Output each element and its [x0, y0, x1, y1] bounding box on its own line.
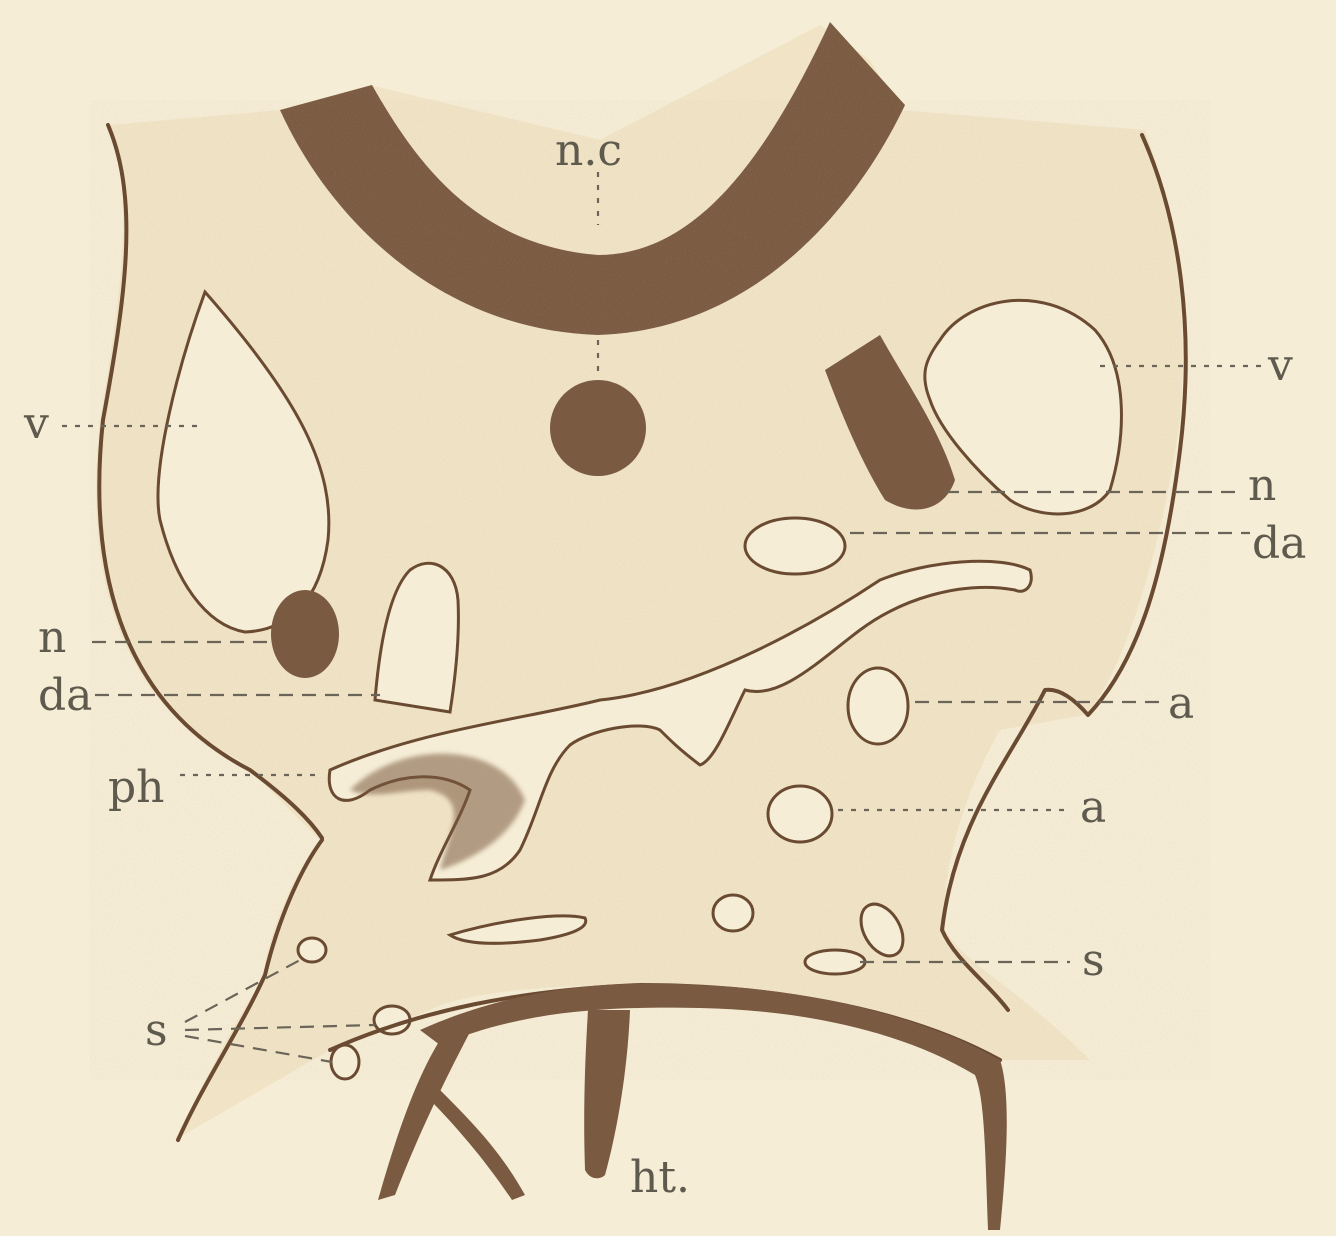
- label-v-left: v: [23, 398, 49, 449]
- right-dorsal-aorta: [745, 518, 845, 574]
- left-nerve: [271, 590, 339, 678]
- upper-arch-vessel: [848, 668, 908, 744]
- label-ph: ph: [108, 762, 165, 813]
- heart-trabecula: [430, 1090, 525, 1200]
- label-ht: ht.: [630, 1152, 690, 1203]
- label-v-right: v: [1267, 340, 1293, 391]
- label-da-left: da: [38, 670, 92, 721]
- label-da-right: da: [1252, 518, 1306, 569]
- label-nc: n.c: [555, 125, 622, 176]
- sinus-vessel-left-3: [331, 1045, 359, 1079]
- notochord: [550, 380, 646, 476]
- label-a-lower: a: [1080, 782, 1106, 833]
- small-vessel: [713, 895, 753, 931]
- lower-arch-vessel: [768, 786, 832, 842]
- label-s-right: s: [1082, 935, 1105, 986]
- heart-septum: [584, 1010, 630, 1178]
- label-a-upper: a: [1168, 678, 1194, 729]
- sinus-vessel-mid: [805, 950, 865, 974]
- label-s-left: s: [145, 1005, 168, 1056]
- label-n-left: n: [38, 612, 66, 663]
- label-n-right: n: [1248, 460, 1276, 511]
- sinus-vessel-left-1: [298, 938, 326, 962]
